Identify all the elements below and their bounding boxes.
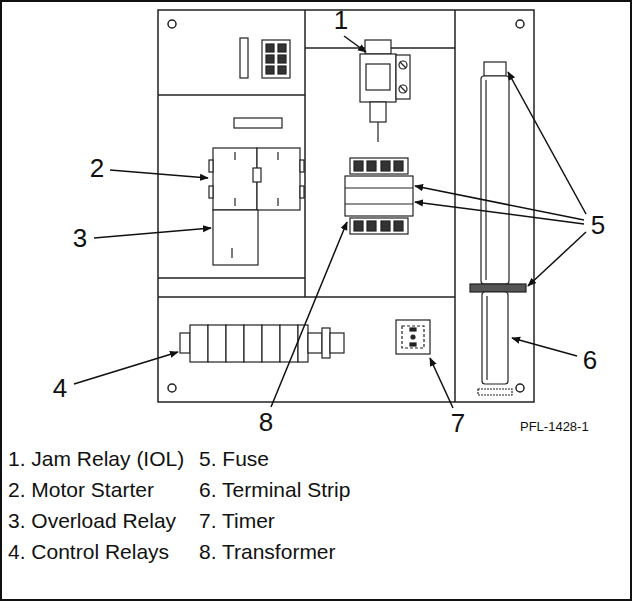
key-item: 4. Control Relays (8, 541, 169, 562)
panel (158, 10, 534, 402)
key-item: 8. Transformer (199, 541, 336, 562)
control-relays-symbol (180, 325, 344, 362)
fuse-terminal-strip-symbol (470, 62, 526, 395)
figure-code: PFL-1428-1 (520, 420, 589, 433)
transformer-symbol (345, 158, 413, 234)
key-item: 6. Terminal Strip (199, 479, 350, 500)
key-item: 7. Timer (199, 510, 275, 531)
callout-number: 4 (53, 375, 67, 401)
callout-number: 3 (73, 225, 87, 251)
overload-relay-symbol (213, 210, 258, 265)
key-item: 5. Fuse (199, 448, 269, 469)
key-item: 3. Overload Relay (8, 510, 176, 531)
key-item: 1. Jam Relay (IOL) (8, 448, 184, 469)
callout-number: 1 (334, 7, 348, 33)
leader-lines (74, 36, 586, 408)
key-item: 2. Motor Starter (8, 479, 154, 500)
callout-number: 2 (90, 155, 104, 181)
timer-symbol (396, 320, 430, 354)
callout-number: 6 (583, 347, 597, 373)
callout-number: 7 (451, 410, 465, 436)
callout-number: 8 (259, 409, 273, 435)
motor-starter-symbol (209, 118, 304, 210)
top-left-devices (240, 38, 290, 78)
jam-relay-symbol (360, 40, 410, 142)
callout-number: 5 (591, 212, 605, 238)
